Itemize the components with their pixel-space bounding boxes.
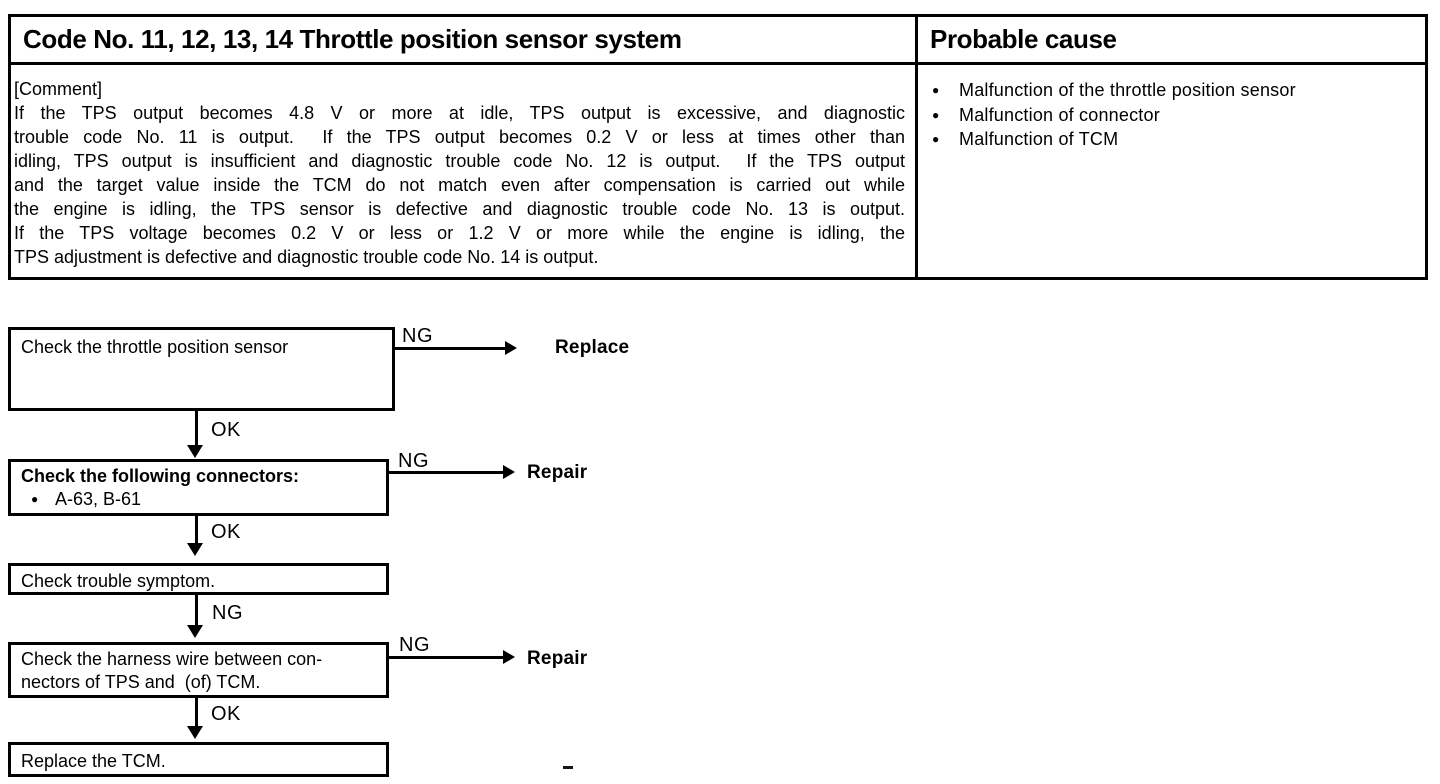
down-arrow-icon	[187, 445, 203, 458]
comment-line: and the target value inside the TCM do n…	[14, 175, 905, 195]
table-body-row: [Comment] If the TPS output becomes 4.8 …	[11, 65, 1425, 277]
code-title: Code No. 11, 12, 13, 14 Throttle positio…	[11, 17, 918, 62]
down-arrow-icon	[187, 543, 203, 556]
ng-connector-line	[195, 594, 198, 627]
comment-cell: [Comment] If the TPS output becomes 4.8 …	[11, 65, 918, 277]
ng-label: NG	[398, 450, 429, 472]
ok-connector-line	[195, 698, 198, 728]
ok-label: OK	[211, 703, 241, 725]
flowchart-step-check-harness: Check the harness wire between con- nect…	[8, 642, 389, 698]
step-bullet-line: ● A-63, B-61	[21, 488, 376, 511]
flowchart-step-check-symptom: Check trouble symptom.	[8, 563, 389, 595]
ok-label: OK	[211, 419, 241, 441]
action-repair: Repair	[527, 648, 588, 669]
flowchart-step-check-connectors: Check the following connectors: ● A-63, …	[8, 459, 389, 516]
step-text-line1: Check the harness wire between con-	[21, 649, 323, 669]
down-arrow-icon	[187, 625, 203, 638]
ng-branch-line	[386, 656, 503, 659]
right-arrow-icon	[505, 341, 517, 355]
flowchart-step-check-tps: Check the throttle position sensor	[8, 327, 395, 411]
dtc-table: Code No. 11, 12, 13, 14 Throttle positio…	[8, 14, 1428, 280]
comment-line: trouble code No. 11 is output. If the TP…	[14, 127, 905, 147]
scan-artifact-dash	[563, 766, 573, 769]
comment-label: [Comment]	[14, 79, 103, 99]
comment-line: idling, TPS output is insufficient and d…	[14, 151, 905, 171]
down-arrow-icon	[187, 726, 203, 739]
ng-branch-line	[386, 471, 503, 474]
comment-line: If the TPS output becomes 4.8 V or more …	[14, 103, 905, 123]
connector-ids: A-63, B-61	[55, 489, 142, 509]
action-repair: Repair	[527, 462, 588, 483]
bullet-icon: ●	[932, 107, 940, 122]
probable-cause-item: ● Malfunction of connector	[932, 103, 1417, 128]
comment-line: TPS adjustment is defective and diagnost…	[14, 247, 599, 267]
step-text: Check trouble symptom.	[21, 571, 216, 591]
probable-cause-text: Malfunction of the throttle position sen…	[959, 80, 1296, 100]
ok-label: OK	[211, 521, 241, 543]
action-replace: Replace	[555, 337, 630, 358]
right-arrow-icon	[503, 650, 515, 664]
ng-label: NG	[402, 325, 433, 347]
bullet-icon: ●	[932, 132, 940, 146]
probable-cause-item: ● Malfunction of the throttle position s…	[932, 78, 1417, 103]
ng-branch-line	[393, 347, 505, 350]
right-arrow-icon	[503, 465, 515, 479]
ng-label: NG	[212, 602, 243, 624]
comment-line: the engine is idling, the TPS sensor is …	[14, 199, 905, 219]
comment-line: If the TPS voltage becomes 0.2 V or less…	[14, 223, 905, 243]
ok-connector-line	[195, 411, 198, 447]
probable-cause-cell: ● Malfunction of the throttle position s…	[918, 65, 1425, 277]
ok-connector-line	[195, 515, 198, 545]
step-text-line2: nectors of TPS and (of) TCM.	[21, 672, 261, 692]
table-header-row: Code No. 11, 12, 13, 14 Throttle positio…	[11, 17, 1425, 65]
step-title: Check the following connectors:	[21, 466, 300, 486]
probable-cause-text: Malfunction of connector	[959, 104, 1160, 125]
bullet-icon: ●	[932, 83, 940, 97]
step-text: Check the throttle position sensor	[21, 337, 289, 357]
step-text: Replace the TCM.	[21, 751, 166, 771]
probable-cause-item: ● Malfunction of TCM	[932, 127, 1417, 152]
bullet-icon: ●	[31, 492, 39, 506]
probable-cause-header: Probable cause	[930, 24, 1117, 54]
flowchart-step-replace-tcm: Replace the TCM.	[8, 742, 389, 777]
probable-cause-text: Malfunction of TCM	[959, 129, 1119, 149]
ng-label: NG	[399, 634, 430, 656]
